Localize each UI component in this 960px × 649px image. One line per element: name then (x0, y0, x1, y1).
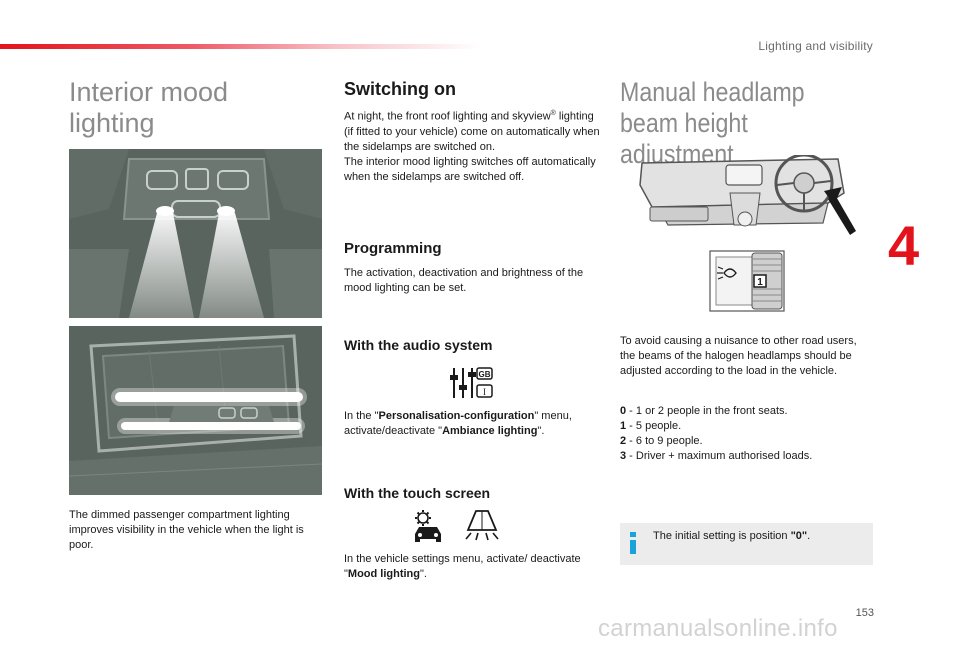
vehicle-settings-icon (410, 508, 446, 542)
programming-heading: Programming (344, 240, 442, 257)
audio-system-heading: With the audio system (344, 337, 493, 353)
audio-system-text: In the "Personalisation-configuration" m… (344, 410, 572, 437)
beam-level-2: 2 - 6 to 9 people. (620, 435, 703, 447)
skyview-lighting-photo (69, 326, 322, 495)
interior-mood-lighting-title: Interior mood lighting (69, 77, 229, 138)
audio-settings-icon: GB I (448, 365, 494, 401)
beam-level-1: 1 - 5 people. (620, 420, 682, 432)
info-icon (630, 532, 636, 554)
dashboard-illustration: 1 (638, 153, 860, 318)
beam-dial-position: 1 (757, 277, 763, 288)
beam-level-list: 0 - 1 or 2 people in the front seats. 1 … (620, 404, 874, 464)
section-title: Lighting and visibility (758, 39, 873, 53)
roof-lighting-photo (69, 149, 322, 318)
programming-text: The activation, deactivation and brightn… (344, 267, 584, 294)
watermark: carmanualsonline.info (598, 615, 838, 642)
touch-screen-heading: With the touch screen (344, 485, 491, 501)
language-badge-gb: GB (479, 370, 491, 379)
initial-setting-note: The initial setting is position "0". (620, 523, 873, 565)
language-badge-i: I (483, 387, 486, 397)
header-accent-bar (0, 44, 480, 49)
mood-lighting-caption: The dimmed passenger compartment lightin… (69, 509, 304, 551)
switching-on-text: At night, the front roof lighting and sk… (344, 110, 600, 183)
initial-setting-text: The initial setting is position "0". (653, 530, 811, 542)
registered-mark: ® (550, 110, 556, 117)
page-number: 153 (855, 607, 874, 619)
switching-on-heading: Switching on (344, 79, 456, 99)
headlamp-avoid-text: To avoid causing a nuisance to other roa… (620, 335, 857, 377)
touch-screen-text: In the vehicle settings menu, activate/ … (344, 553, 581, 580)
beam-level-3: 3 - Driver + maximum authorised loads. (620, 450, 813, 462)
mood-lighting-icon (462, 508, 502, 542)
beam-level-0: 0 - 1 or 2 people in the front seats. (620, 405, 788, 417)
chapter-number: 4 (888, 214, 920, 277)
